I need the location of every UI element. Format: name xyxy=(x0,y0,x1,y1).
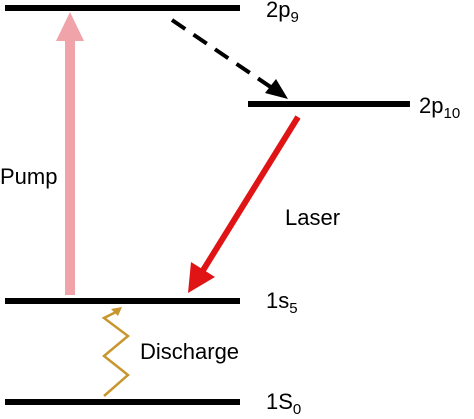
laser-arrow xyxy=(188,115,301,293)
discharge-label: Discharge xyxy=(140,339,239,364)
discharge-arrow xyxy=(101,307,131,397)
level-2p10-label: 2p10 xyxy=(419,93,460,122)
pump-arrow xyxy=(56,12,84,295)
laser-label: Laser xyxy=(285,205,340,230)
level-1S0-label: 1S0 xyxy=(266,389,301,418)
level-2p9-label: 2p9 xyxy=(266,0,299,26)
relaxation-arrow xyxy=(170,18,288,99)
level-1s5-label: 1s5 xyxy=(266,288,298,317)
pump-label: Pump xyxy=(0,164,57,189)
